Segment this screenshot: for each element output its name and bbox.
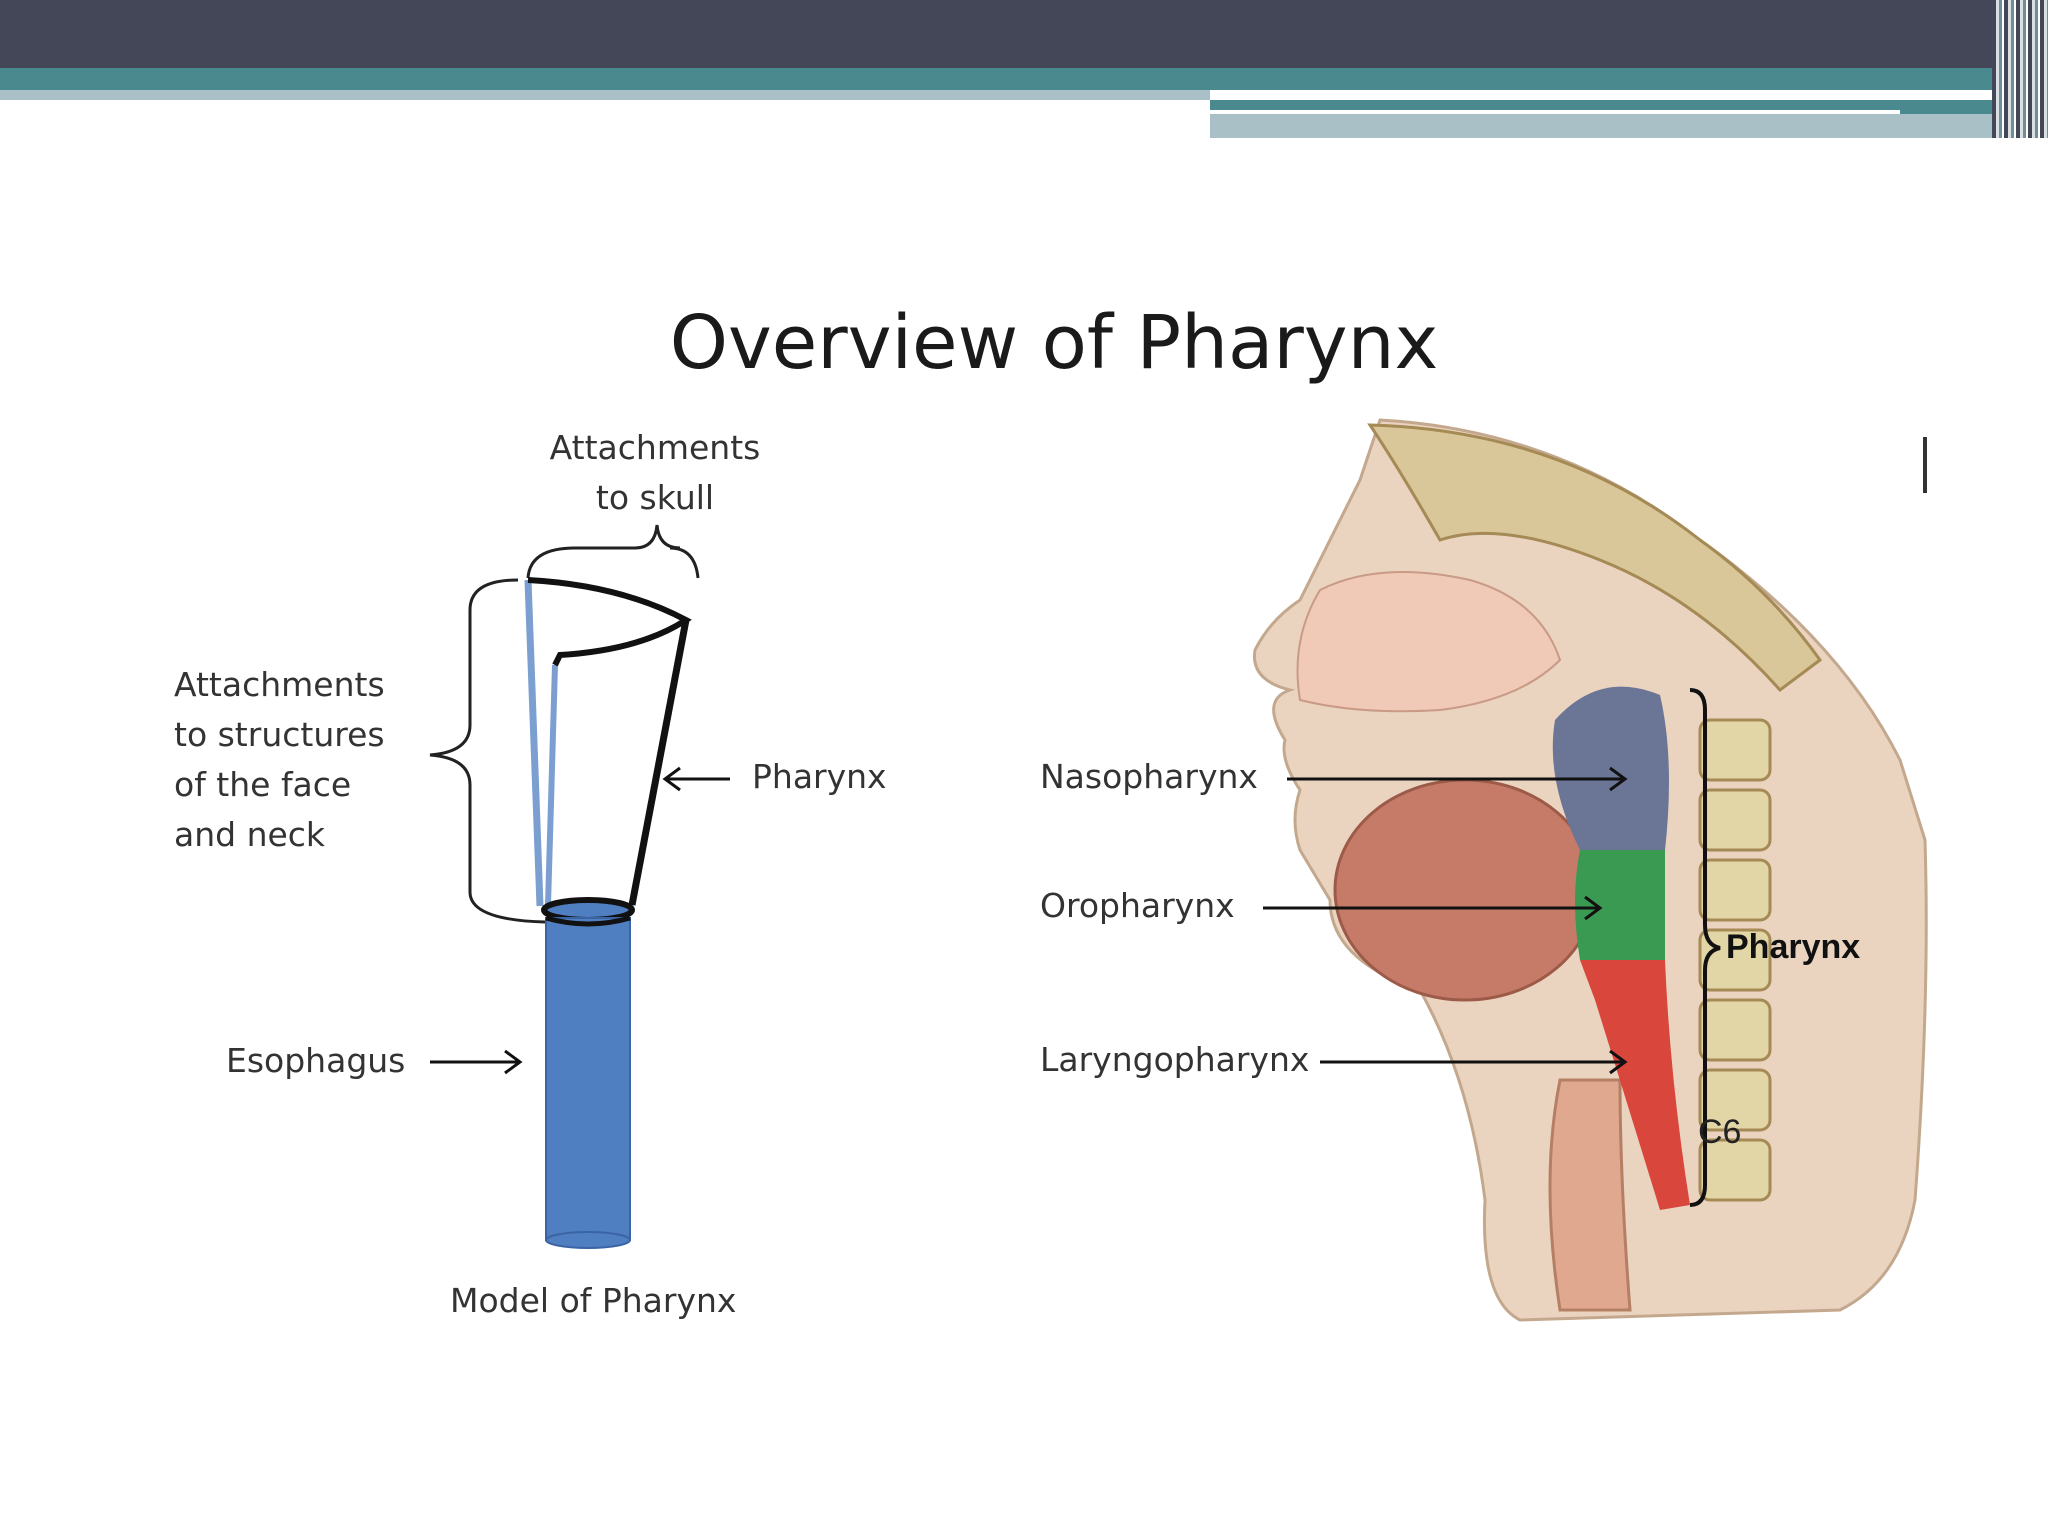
slide-top-bar: [0, 0, 2048, 68]
nasal-cavity: [1296, 571, 1562, 713]
label-c6: C6: [1698, 1113, 1742, 1151]
label-face-line4: and neck: [174, 815, 326, 854]
slide-header-band: [0, 68, 2000, 90]
laryngopharynx-region: [1580, 960, 1690, 1210]
label-pharynx-model: Pharynx: [752, 757, 887, 796]
label-face-line3: of the face: [174, 765, 352, 804]
label-pharynx-anatomy: Pharynx: [1726, 928, 1861, 966]
laryngopharynx-arrow: [1320, 1049, 1628, 1075]
oropharynx-region: [1575, 850, 1665, 960]
model-caption: Model of Pharynx: [450, 1281, 737, 1320]
label-nasopharynx: Nasopharynx: [1040, 757, 1258, 796]
label-oropharynx: Oropharynx: [1040, 886, 1235, 925]
slide-header-band-light: [0, 90, 1210, 100]
label-laryngopharynx: Laryngopharynx: [1040, 1040, 1310, 1079]
label-skull-line1: Attachments: [549, 428, 761, 467]
label-skull-line2: to skull: [595, 478, 715, 517]
pharynx-model: [524, 577, 692, 923]
slide-header-line: [1210, 110, 1900, 114]
slide-title: Overview of Pharynx: [669, 300, 1439, 386]
esophagus-arrow: [430, 1049, 523, 1075]
tongue: [1333, 778, 1597, 1002]
trachea: [1548, 1078, 1632, 1312]
nasopharynx-arrow: [1287, 766, 1628, 792]
slide-corner-stripes: [1992, 0, 2048, 138]
skull-bone: [1367, 423, 1823, 693]
label-attachments-face-neck: Attachments to structures of the face an…: [174, 660, 385, 860]
slide-header-band-right-light: [1210, 114, 2000, 138]
pharynx-brace: [1689, 688, 1721, 1207]
oropharynx-arrow: [1263, 895, 1603, 921]
label-esophagus: Esophagus: [226, 1041, 406, 1080]
esophagus-model: [545, 915, 631, 1249]
face-neck-brace: [429, 578, 546, 924]
label-face-line2: to structures: [174, 715, 385, 754]
skull-brace: [526, 524, 700, 579]
label-attachments-skull: Attachments to skull: [540, 423, 770, 523]
cervical-spine: [1698, 718, 1772, 1202]
pharynx-arrow: [662, 766, 730, 792]
label-face-line1: Attachments: [174, 665, 385, 704]
